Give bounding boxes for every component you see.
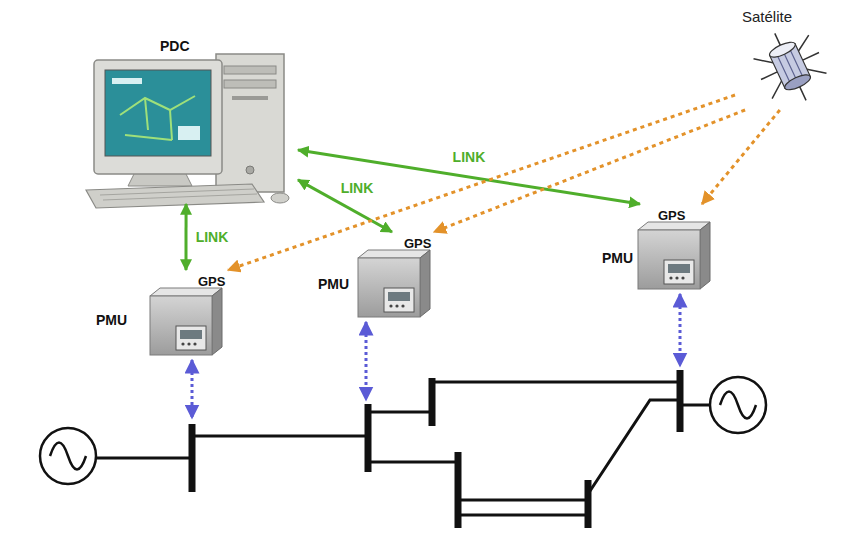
pdc-computer — [224, 80, 276, 88]
pdc-computer — [224, 66, 276, 74]
power-network — [588, 400, 680, 494]
power-network — [50, 443, 86, 470]
satellite — [768, 39, 798, 60]
pdc-computer — [94, 60, 222, 174]
power-network — [189, 424, 196, 492]
pmu-device: PMU GPS — [316, 232, 434, 320]
power-network — [429, 378, 436, 426]
communication-link — [184, 204, 187, 270]
pmu-device — [150, 288, 222, 355]
link-label: LINK — [451, 149, 488, 165]
link-label: LINK — [339, 180, 376, 196]
power-network — [710, 377, 766, 433]
gps-signal — [702, 110, 780, 204]
pdc-computer — [105, 70, 211, 156]
pdc-computer — [86, 54, 289, 208]
communication-link — [298, 180, 392, 232]
power-network — [432, 381, 680, 384]
power-network — [368, 461, 458, 464]
satellite — [746, 20, 835, 114]
pdc-computer — [246, 166, 254, 174]
pdc-computer — [232, 96, 268, 100]
satellite — [746, 20, 835, 114]
measurement-link — [191, 360, 194, 418]
pmu-device: PMU GPS — [600, 204, 714, 292]
power-network — [585, 480, 592, 528]
gps-signal — [228, 95, 735, 270]
device-label: Satélite — [742, 8, 792, 25]
device-label: PMU — [602, 250, 633, 267]
pmu-device: PMU GPS — [92, 270, 230, 358]
pmu-device — [638, 222, 710, 289]
measurement-link — [679, 294, 682, 366]
pmu-device — [358, 250, 430, 317]
pdc-computer — [271, 193, 289, 203]
power-network — [680, 404, 710, 407]
power-network — [455, 452, 462, 528]
power-network — [677, 370, 684, 432]
gps-label: GPS — [404, 235, 431, 252]
link-label: LINK — [194, 229, 231, 245]
pdc-computer — [112, 78, 142, 84]
power-network — [458, 500, 588, 515]
pdc-computer — [86, 184, 264, 208]
power-network — [40, 428, 96, 484]
pmu-device — [150, 222, 710, 355]
satellite: Satélite — [735, 6, 847, 110]
communication-link — [298, 150, 640, 204]
power-network — [96, 457, 192, 460]
gps-label: GPS — [658, 207, 685, 224]
satellite — [783, 72, 813, 93]
pdc-computer — [100, 189, 257, 200]
device-label: PMU — [318, 276, 349, 293]
power-network — [368, 411, 432, 414]
gps-signal — [434, 110, 745, 232]
device-label: PMU — [96, 312, 127, 329]
pdc-computer — [216, 54, 284, 192]
power-network — [40, 370, 766, 528]
pdc-computer: PDC — [88, 32, 298, 204]
power-network — [720, 392, 756, 419]
device-label: PDC — [160, 38, 190, 55]
pdc-computer — [178, 126, 200, 140]
power-network — [192, 435, 368, 438]
measurement-link — [192, 294, 680, 418]
power-network — [365, 404, 372, 472]
measurement-link — [365, 322, 368, 400]
gps-label: GPS — [198, 273, 225, 290]
